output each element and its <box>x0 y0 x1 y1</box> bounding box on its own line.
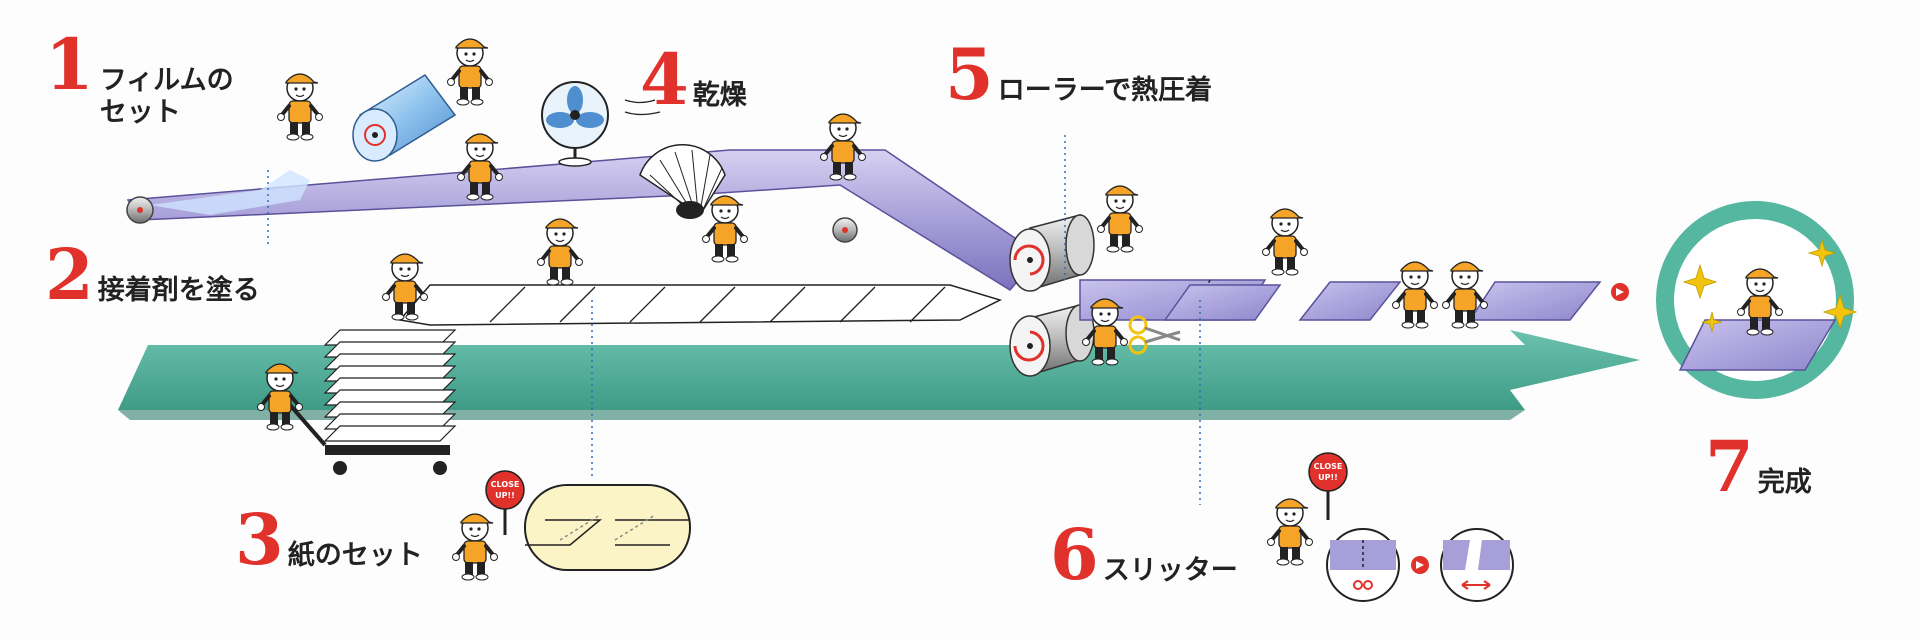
worker-figure <box>700 194 750 264</box>
film-belt-upper <box>126 149 1042 291</box>
scissors-icon <box>1128 315 1181 355</box>
step-5: 5 ローラーで熱圧着 <box>945 40 1212 110</box>
laminated-sheet <box>1163 284 1282 321</box>
dryer-hood <box>639 144 726 219</box>
close-up-badge: CLOSE UP!! <box>485 470 525 535</box>
paper-band <box>398 284 1003 326</box>
step-number: 5 <box>945 33 994 116</box>
step-label: ローラーで熱圧着 <box>997 75 1213 106</box>
press-roller-top <box>1009 214 1095 292</box>
worker-figure <box>535 217 585 287</box>
scissors-icon <box>1353 580 1373 590</box>
step-6: 6 スリッター <box>1050 520 1238 590</box>
svg-text:UP!!: UP!! <box>1318 473 1338 482</box>
svg-text:CLOSE: CLOSE <box>1314 462 1343 471</box>
step-label: 紙のセット <box>287 540 423 571</box>
closeup-paper-set <box>524 484 691 571</box>
svg-text:CLOSE: CLOSE <box>491 480 520 489</box>
fan-icon <box>541 81 661 167</box>
worker-figure <box>275 72 325 142</box>
step-number: 1 <box>45 23 94 106</box>
step-label: フィルムの <box>99 65 234 96</box>
step-number: 7 <box>1705 425 1754 508</box>
step-label: 接着剤を塗る <box>97 275 260 306</box>
step-number: 6 <box>1050 513 1099 596</box>
step-number: 4 <box>640 38 689 121</box>
step-label: 完成 <box>1757 467 1812 498</box>
process-flow-arrow <box>118 330 1640 410</box>
close-up-badge: CLOSE UP!! <box>1308 452 1348 520</box>
worker-figure <box>1095 184 1145 254</box>
closeup-slitter <box>1326 528 1514 602</box>
step-number: 2 <box>45 233 94 316</box>
laminated-sheet <box>1298 281 1402 321</box>
worker-figure <box>1390 260 1440 330</box>
worker-figure <box>445 37 495 107</box>
svg-text:UP!!: UP!! <box>495 491 515 500</box>
step-label: セット <box>99 97 181 129</box>
worker-figure <box>450 512 500 582</box>
worker-figure <box>1265 497 1315 567</box>
step-number: 3 <box>235 498 284 581</box>
laminated-sheet <box>1468 281 1602 321</box>
paper-stack <box>288 329 457 475</box>
step-7: 7 完成 <box>1705 432 1812 502</box>
sparkle-icon <box>1682 238 1858 333</box>
step-2: 2 接着剤を塗る <box>45 240 260 310</box>
step-label: 乾燥 <box>692 80 747 111</box>
step-4: 4 乾燥 <box>640 45 747 115</box>
worker-figure <box>1260 207 1310 277</box>
step-1: 1 フィルムの セット <box>45 30 234 130</box>
step-3: 3 紙のセット <box>235 505 423 575</box>
film-roll <box>352 74 457 162</box>
step-label: スリッター <box>1102 555 1238 586</box>
